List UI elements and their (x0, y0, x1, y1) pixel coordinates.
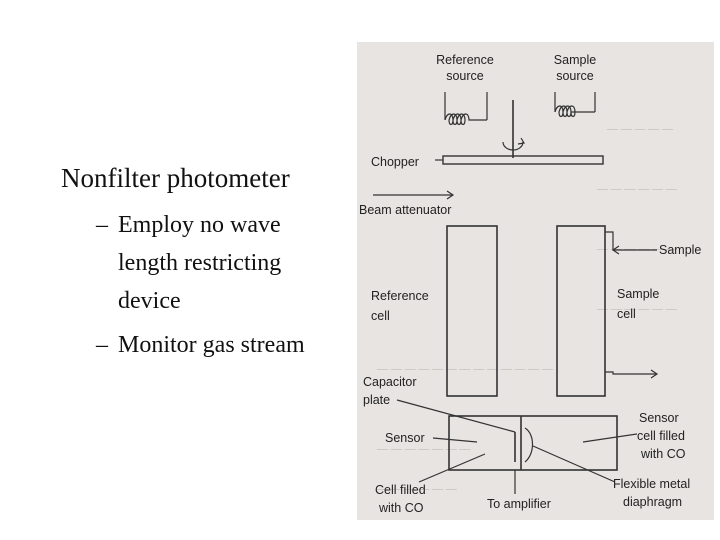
sensor-leader (432, 437, 478, 443)
sensor-label: Sensor (385, 431, 425, 445)
beam-attenuator-label: Beam attenuator (359, 203, 451, 217)
slide-heading: Nonfilter photometer (61, 163, 290, 193)
chopper-blade-icon (435, 100, 604, 165)
sensor-chamber-box (448, 415, 618, 471)
sample-cell-label: cell (617, 307, 636, 321)
bullet-item: –Monitor gas stream (96, 326, 305, 364)
chopper-label: Chopper (371, 155, 419, 169)
reference-cell-box (446, 225, 498, 397)
sample-source-label: source (556, 69, 594, 83)
cell-filled-label: Cell filled (375, 483, 426, 497)
reference-source-label: source (446, 69, 484, 83)
bullet-line: Employ no wave (118, 212, 281, 238)
slide-text-area: Nonfilter photometer –Employ no wave len… (0, 0, 350, 540)
flexible-diaphragm-label: Flexible metal (613, 477, 690, 491)
cell-filled-leader (418, 453, 486, 483)
diagram-svg: — — — — — — — — — — — — — — — — — — — — … (359, 53, 701, 515)
bullet-dash: – (96, 332, 108, 358)
bullet-dash: – (96, 212, 108, 238)
sensor-cell-label: Sensor (639, 411, 679, 425)
photometer-diagram: — — — — — — — — — — — — — — — — — — — — … (357, 42, 714, 520)
bullet-line: device (118, 288, 181, 314)
sensor-cell-label: cell filled (637, 429, 685, 443)
capacitor-plate-label: Capacitor (363, 375, 417, 389)
svg-text:— — — — — — —: — — — — — — — (376, 443, 472, 455)
reference-source-label: Reference (436, 53, 494, 67)
capacitor-plate-label: plate (363, 393, 390, 407)
sensor-cell-label: with CO (640, 447, 686, 461)
flexible-diaphragm-label: diaphragm (623, 495, 682, 509)
sample-source-label: Sample (554, 53, 596, 67)
bullet-line: length restricting (118, 250, 282, 276)
svg-text:— — — — — —: — — — — — — (596, 303, 678, 315)
bullet-line: Monitor gas stream (118, 332, 305, 358)
sample-outlet-arrow (605, 369, 659, 379)
sensor-cell-leader (582, 433, 638, 443)
svg-text:— — — — — —: — — — — — — (596, 183, 678, 195)
sample-coil-icon (554, 92, 596, 118)
sample-cell-label: Sample (617, 287, 659, 301)
reference-cell-label: Reference (371, 289, 429, 303)
to-amplifier-label: To amplifier (487, 497, 551, 511)
svg-text:— — — — —: — — — — — (606, 123, 674, 135)
sample-inlet-label: Sample (659, 243, 701, 257)
reference-cell-label: cell (371, 309, 390, 323)
bullet-item: –Employ no wave length restricting devic… (96, 206, 281, 320)
reference-coil-icon (444, 92, 488, 126)
sample-cell-box (556, 225, 606, 397)
sample-inlet-arrow (605, 231, 657, 255)
svg-text:— — — — — — — — — — — — —: — — — — — — — — — — — — — (376, 363, 554, 375)
diaphragm-leader (532, 445, 616, 483)
svg-text:— — — — — —: — — — — — — (376, 483, 458, 495)
beam-attenuator-arrow (373, 190, 455, 200)
cell-filled-label: with CO (378, 501, 424, 515)
flexible-diaphragm-icon (524, 427, 534, 463)
